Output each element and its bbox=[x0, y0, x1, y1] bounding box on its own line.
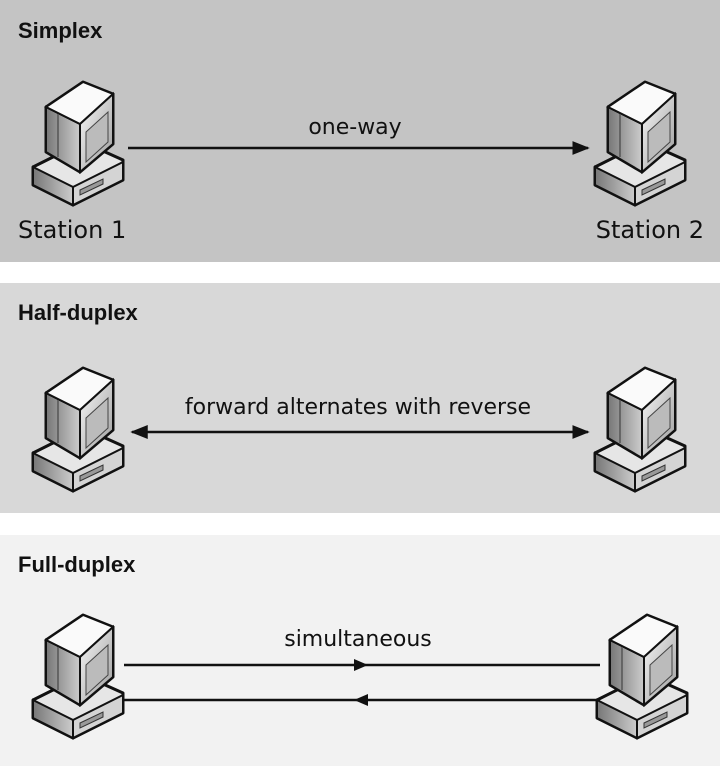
full-duplex-panel: Full-duplex simultaneous bbox=[0, 535, 720, 766]
half-duplex-title: Half-duplex bbox=[18, 300, 139, 325]
half-duplex-panel: Half-duplex forward alternates with reve… bbox=[0, 283, 720, 513]
station-2-label: Station 2 bbox=[596, 216, 704, 244]
simplex-panel: Simplex one-way Station 1 Station 2 bbox=[0, 0, 720, 262]
half-duplex-label: forward alternates with reverse bbox=[185, 395, 531, 420]
full-duplex-background bbox=[0, 535, 720, 766]
station-1-label: Station 1 bbox=[18, 216, 126, 244]
forward-arrowhead bbox=[354, 659, 368, 671]
simplex-title: Simplex bbox=[18, 18, 103, 43]
full-duplex-title: Full-duplex bbox=[18, 552, 136, 577]
one-way-label: one-way bbox=[308, 115, 401, 140]
simplex-background bbox=[0, 0, 720, 262]
full-duplex-label: simultaneous bbox=[284, 627, 432, 652]
reverse-arrowhead bbox=[354, 694, 368, 706]
